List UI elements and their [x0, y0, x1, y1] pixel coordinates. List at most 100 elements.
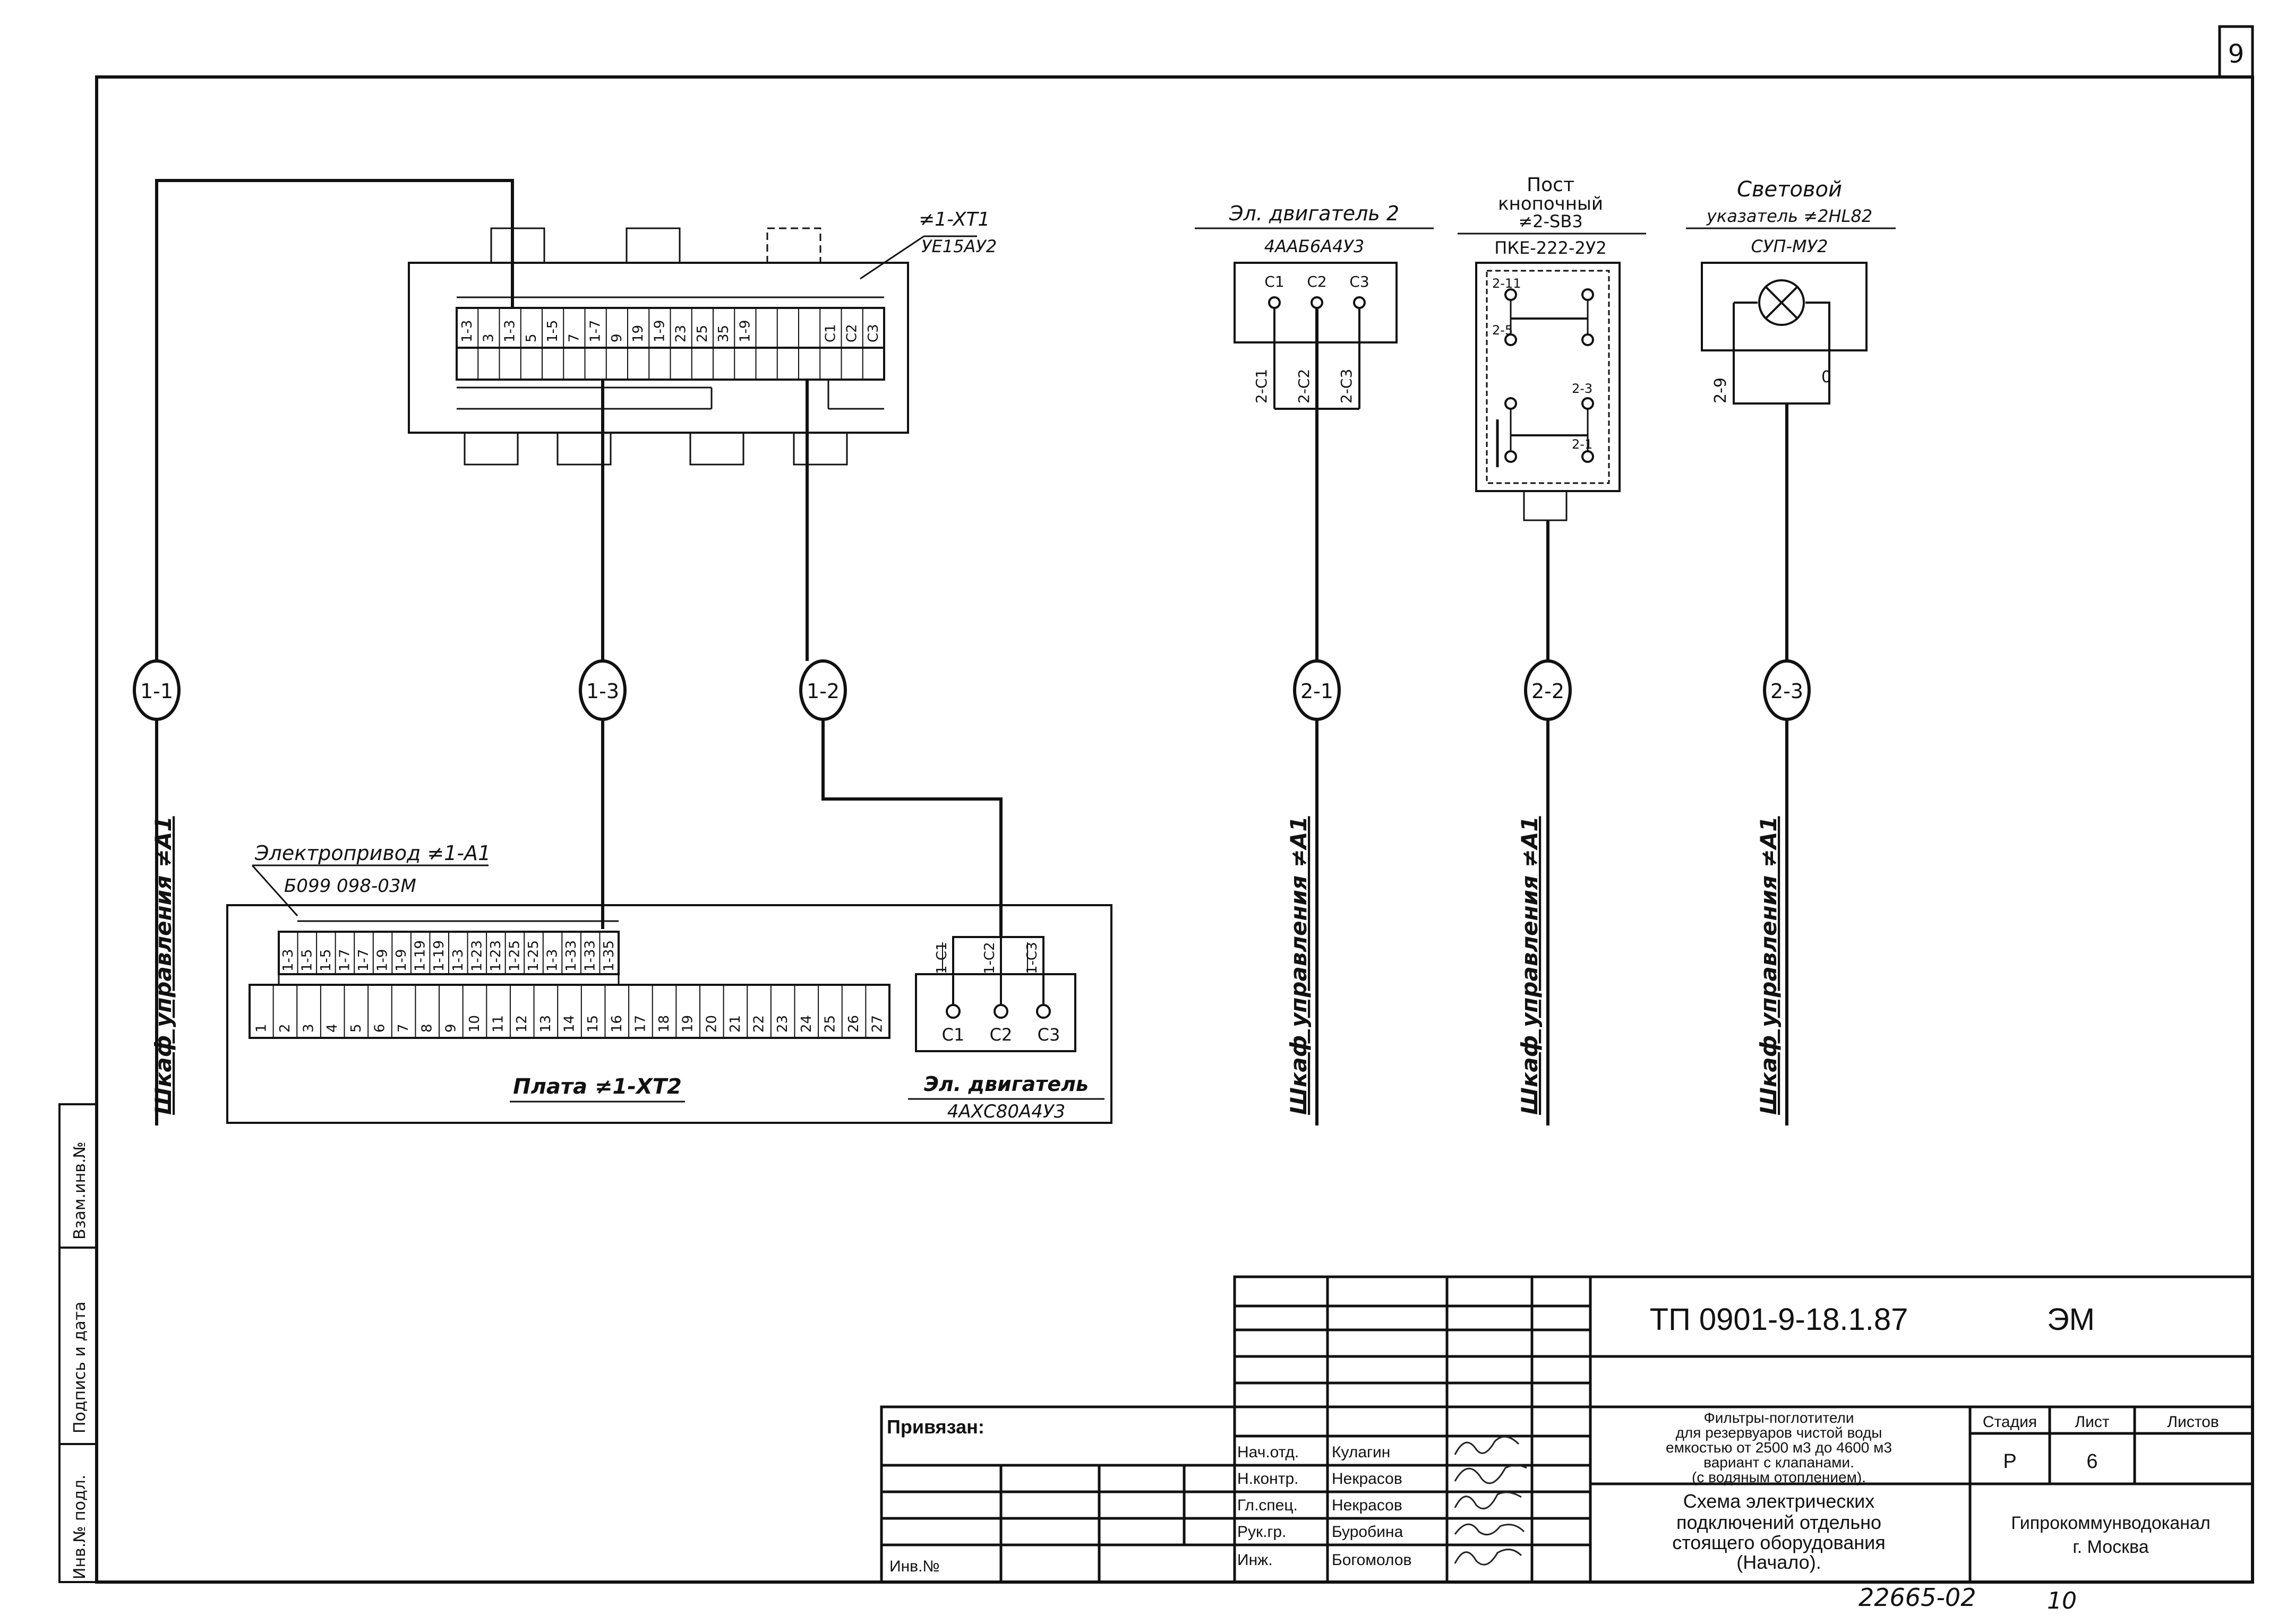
xt1-ref: ≠1-XT1 — [919, 209, 990, 230]
plate-top-label: 1-19 — [413, 940, 429, 972]
plate-bottom-label: 2 — [277, 1024, 293, 1033]
plate-bottom-label: 3 — [301, 1024, 317, 1033]
sheet-header: Лист — [2075, 1413, 2109, 1431]
plate-top-label: 1-35 — [601, 940, 617, 972]
plate-bottom-label: 6 — [372, 1024, 388, 1033]
margin-podpis: Подпись и дата — [71, 1302, 89, 1434]
title-name: Некрасов — [1332, 1470, 1402, 1488]
lamp-box — [1701, 262, 1868, 351]
plate-bottom-label: 24 — [799, 1015, 815, 1033]
xt1-terminal-label: 1-3 — [459, 320, 475, 342]
xt1-terminal-label: 25 — [695, 325, 710, 342]
project-desc-line: (с водяным отоплением). — [1692, 1469, 1866, 1485]
post-title-1: Пост — [1527, 174, 1574, 196]
node-2-3 — [1763, 659, 1811, 721]
sheet-corner-number: 9 — [2228, 39, 2245, 69]
actuator-model: Б099 098-03М — [284, 875, 416, 897]
plate-bottom-label: 19 — [680, 1015, 696, 1033]
inv-no-label: Инв.№ — [889, 1558, 940, 1575]
title-roles: Нач.отд.Н.контр.Гл.спец.Рук.гр.Инж. — [1237, 1443, 1299, 1569]
plate-bottom-label: 9 — [443, 1024, 459, 1033]
signature-1 — [1454, 1436, 1520, 1455]
motor2-title: Эл. двигатель 2 — [1229, 202, 1399, 225]
plate-bottom-label: 18 — [656, 1015, 672, 1033]
plate-top-label: 1-5 — [299, 949, 315, 972]
lamp-title-2: указатель ≠2HL82 — [1706, 206, 1872, 226]
plate-bottom-label: 4 — [324, 1024, 340, 1033]
node-2-2 — [1524, 659, 1572, 721]
motor1-term-2: С2 — [990, 1025, 1013, 1045]
plate-bottom-label: 25 — [822, 1015, 838, 1033]
project-desc-line: для резервуаров чистой воды — [1676, 1424, 1882, 1441]
title-name: Кулагин — [1332, 1443, 1390, 1461]
lamp-model: СУП-МУ2 — [1751, 236, 1828, 256]
title-name: Некрасов — [1332, 1497, 1402, 1514]
title-role: Гл.спец. — [1237, 1497, 1298, 1514]
plate-top-label: 1-19 — [431, 940, 447, 972]
lamp-zero: 0 — [1821, 368, 1831, 386]
plate-top-label: 1-3 — [280, 949, 296, 972]
plate-top-label: 1-7 — [337, 949, 353, 972]
motor2-term-2: С2 — [1307, 273, 1326, 290]
cabinet-label-4: Шкаф управления ≠А1 — [1755, 816, 1782, 1115]
xt1-terminal-label: 1-9 — [737, 320, 753, 342]
signature-5 — [1454, 1549, 1522, 1566]
cabinet-label-3: Шкаф управления ≠А1 — [1517, 816, 1543, 1115]
plate-bottom-label: 21 — [727, 1015, 743, 1033]
plate-bottom-label: 16 — [609, 1015, 625, 1033]
plate-bottom-label: 20 — [704, 1015, 720, 1033]
node-label-2-2: 2-2 — [1531, 680, 1564, 703]
motor1-wire-1: 1-С1 — [934, 942, 950, 974]
node-label-2-1: 2-1 — [1300, 680, 1333, 703]
footer-num: 10 — [2047, 1587, 2077, 1614]
lamp-wire: 2-9 — [1711, 377, 1730, 403]
xt1-terminal-label: 9 — [609, 333, 625, 342]
lamp-symbol — [1758, 279, 1805, 326]
sheet-desc-line: подключений отдельно — [1676, 1511, 1881, 1533]
node-label-1-3: 1-3 — [586, 680, 619, 703]
plate-top-label: 1-5 — [318, 949, 334, 972]
post-model: ПКЕ-222-2У2 — [1494, 238, 1606, 258]
plate-enclosure — [226, 904, 1112, 1124]
xt1-terminal-label: 7 — [566, 333, 582, 342]
plate-bottom-label: 10 — [467, 1015, 483, 1033]
plate-top-label: 1-7 — [356, 949, 372, 972]
plate-bottom-label: 8 — [419, 1024, 435, 1033]
post-wire-3: 2-3 — [1572, 381, 1592, 396]
motor1-term-3: С3 — [1038, 1025, 1060, 1045]
node-label-1-2: 1-2 — [807, 680, 840, 703]
doc-code: ТП 0901-9-18.1.87 — [1650, 1302, 1908, 1337]
org-line-1: Гипрокоммунводоканал — [2011, 1513, 2210, 1533]
plate-top-label: 1-23 — [469, 940, 485, 972]
signature-2 — [1454, 1464, 1527, 1484]
motor2-wire-2: 2-С2 — [1295, 369, 1313, 403]
footer-code: 22665-02 — [1859, 1583, 1976, 1612]
title-role: Нач.отд. — [1237, 1443, 1299, 1461]
plate-bottom-label: 15 — [585, 1015, 601, 1033]
plate-bottom-label: 5 — [348, 1024, 364, 1033]
post-wire-4: 2-1 — [1572, 437, 1592, 452]
plate-top-label: 1-33 — [583, 940, 598, 972]
plate-bottom-label: 27 — [870, 1015, 886, 1033]
project-desc-line: вариант с клапанами. — [1703, 1454, 1854, 1471]
xt1-terminal-label: С3 — [866, 324, 881, 342]
title-role: Инж. — [1237, 1551, 1273, 1569]
plate-bottom-label: 7 — [396, 1024, 412, 1033]
plate-top-label: 1-3 — [545, 949, 561, 972]
motor1-term-1: С1 — [942, 1025, 965, 1045]
sheet-desc-line: Схема электрических — [1683, 1490, 1874, 1512]
project-desc-line: емкостью от 2500 м3 до 4600 м3 — [1666, 1439, 1892, 1456]
motor1-box — [915, 973, 1076, 1052]
plate-top-label: 1-23 — [488, 940, 504, 972]
xt1-terminal-label: 19 — [630, 325, 646, 342]
stage-header: Стадия — [1983, 1413, 2037, 1431]
sheet-desc-line: стоящего оборудования — [1672, 1532, 1886, 1553]
plate-bottom-label: 26 — [846, 1015, 862, 1033]
xt1-terminal-label: 1-3 — [502, 320, 518, 342]
plate-bottom-label: 17 — [632, 1015, 648, 1033]
